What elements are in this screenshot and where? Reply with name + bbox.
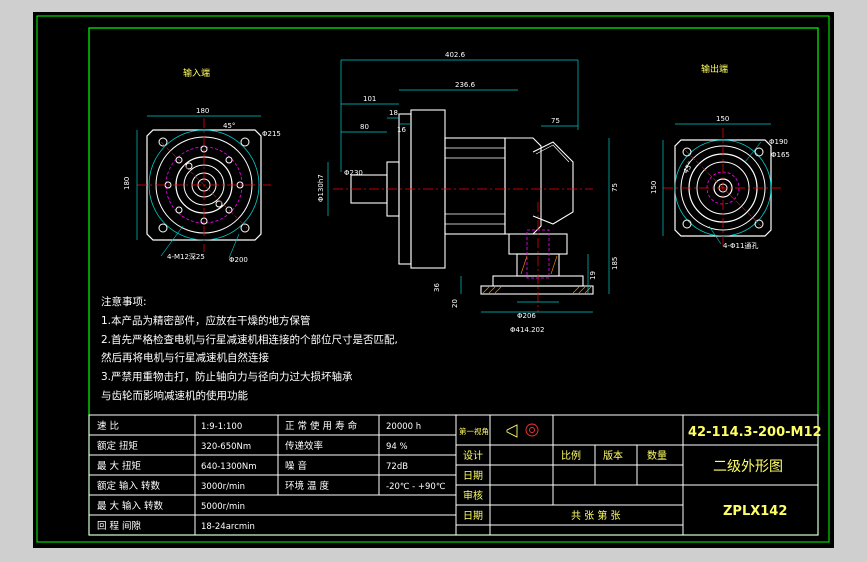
right-dim-150-top: 150	[716, 115, 729, 123]
label-quantity: 数量	[647, 449, 667, 462]
spec-value-3: 3000r/min	[201, 482, 245, 492]
right-dim-d190: Φ190	[769, 138, 788, 146]
label-check: 审核	[463, 489, 483, 502]
spec-value-0: 1:9-1:100	[201, 422, 242, 432]
left-dim-180-top: 180	[196, 107, 209, 115]
spec-value-2-0: 20000 h	[386, 422, 421, 432]
note-line-5: 与齿轮而影响减速机的使用功能	[101, 389, 248, 402]
note-line-1: 1.本产品为精密部件，应放在干燥的地方保管	[101, 314, 311, 327]
dim-19: 19	[589, 271, 597, 280]
spec-label-4: 最 大 输入 转数	[97, 500, 164, 512]
dim-total-length: 402.6	[445, 51, 466, 59]
notes-title: 注意事项:	[101, 295, 147, 308]
title-block: 第一视角 42-114.3-200-M12 设计 日期 审核 日期 比例 版本 …	[455, 414, 822, 536]
drawing-name: 二级外形图	[713, 459, 783, 475]
sheet-count: 共 张 第 张	[571, 509, 621, 522]
notes-block: 注意事项: 1.本产品为精密部件，应放在干燥的地方保管 2.首先严格检查电机与行…	[101, 295, 398, 402]
drawing-number: 42-114.3-200-M12	[688, 425, 822, 440]
spec-value-2-1: 94 %	[386, 442, 408, 452]
input-view-title: 输入端	[183, 67, 210, 79]
spec-value-1: 320-650Nm	[201, 442, 251, 452]
note-line-4: 3.严禁用重物击打，防止轴向力与径向力过大损坏轴承	[101, 370, 353, 383]
left-dim-holes: 4-M12深25	[167, 252, 205, 261]
dim-75-right: 75	[611, 183, 619, 192]
output-end-view: 输出端 150 150 Φ190 Φ165 45° 4-Φ11通孔	[650, 63, 790, 250]
label-scale: 比例	[561, 449, 581, 462]
label-date: 日期	[463, 510, 483, 522]
spec-value-2-3: -20℃ - +90℃	[386, 482, 446, 492]
right-dim-holes: 4-Φ11通孔	[723, 241, 758, 250]
label-version: 版本	[603, 449, 623, 462]
model-number: ZPLX142	[723, 504, 787, 519]
right-dim-150-side: 150	[650, 181, 658, 194]
dim-80: 80	[360, 123, 369, 131]
dim-36: 36	[433, 283, 441, 292]
dim-flange-in: Φ206	[517, 312, 536, 320]
dim-flange-out: Φ414.202	[510, 326, 544, 334]
left-dim-d215: Φ215	[262, 130, 281, 138]
spec-label-5: 回 程 间隙	[97, 520, 142, 532]
dim-20: 20	[451, 299, 459, 308]
spec-label-2-2: 噪 音	[285, 460, 307, 472]
note-line-2: 2.首先严格检查电机与行星减速机相连接的个部位尺寸是否匹配,	[101, 333, 398, 346]
spec-label-2-0: 正 常 使 用 寿 命	[285, 420, 358, 432]
spec-value-4: 5000r/min	[201, 502, 245, 512]
inner-frame	[88, 27, 819, 536]
dim-101: 101	[363, 95, 376, 103]
cad-drawing: 输入端 180 180 Φ215 45° 4-M12深25 Φ2	[36, 15, 830, 543]
dim-236: 236.6	[455, 81, 476, 89]
spec-table: 速 比 1:9-1:100 正 常 使 用 寿 命 20000 h 额定 扭矩 320-6…	[88, 414, 457, 536]
left-dim-45: 45°	[223, 122, 235, 130]
label-draw-date: 日期	[463, 470, 483, 482]
left-dim-180-side: 180	[123, 177, 131, 190]
spec-label-0: 速 比	[97, 420, 119, 432]
note-line-3: 然后再将电机与行星减速机自然连接	[101, 351, 269, 364]
dim-d130: Φ130h7	[317, 174, 325, 202]
dim-185: 185	[611, 257, 619, 270]
input-end-view: 输入端 180 180 Φ215 45° 4-M12深25 Φ2	[123, 67, 281, 264]
spec-label-1: 额定 扭矩	[97, 440, 139, 452]
outer-frame	[36, 15, 830, 543]
spec-label-2-3: 环境 温 度	[285, 480, 330, 492]
left-dim-d200: Φ200	[229, 256, 248, 264]
spec-label-2-1: 传递效率	[285, 440, 324, 452]
spec-label-3: 额定 输入 转数	[97, 480, 161, 492]
dim-75-top: 75	[551, 117, 560, 125]
projection-symbol	[506, 423, 539, 438]
right-dim-d165: Φ165	[771, 151, 790, 159]
drawing-sheet: 输入端 180 180 Φ215 45° 4-M12深25 Φ2	[33, 12, 834, 548]
dim-16: 16	[397, 126, 406, 134]
side-view: 402.6 236.6 101 80 18 16 75 75 185 19 Φ1…	[317, 51, 619, 334]
projection-label: 第一视角	[459, 426, 489, 436]
label-design: 设计	[463, 449, 483, 462]
output-view-title: 输出端	[701, 63, 728, 75]
spec-label-2: 最 大 扭矩	[97, 460, 142, 472]
spec-value-2-2: 72dB	[386, 462, 408, 472]
dim-18: 18	[389, 109, 398, 117]
spec-value-5: 18-24arcmin	[201, 522, 255, 532]
spec-value-2: 640-1300Nm	[201, 462, 257, 472]
dim-shaft: Φ230	[344, 169, 363, 177]
